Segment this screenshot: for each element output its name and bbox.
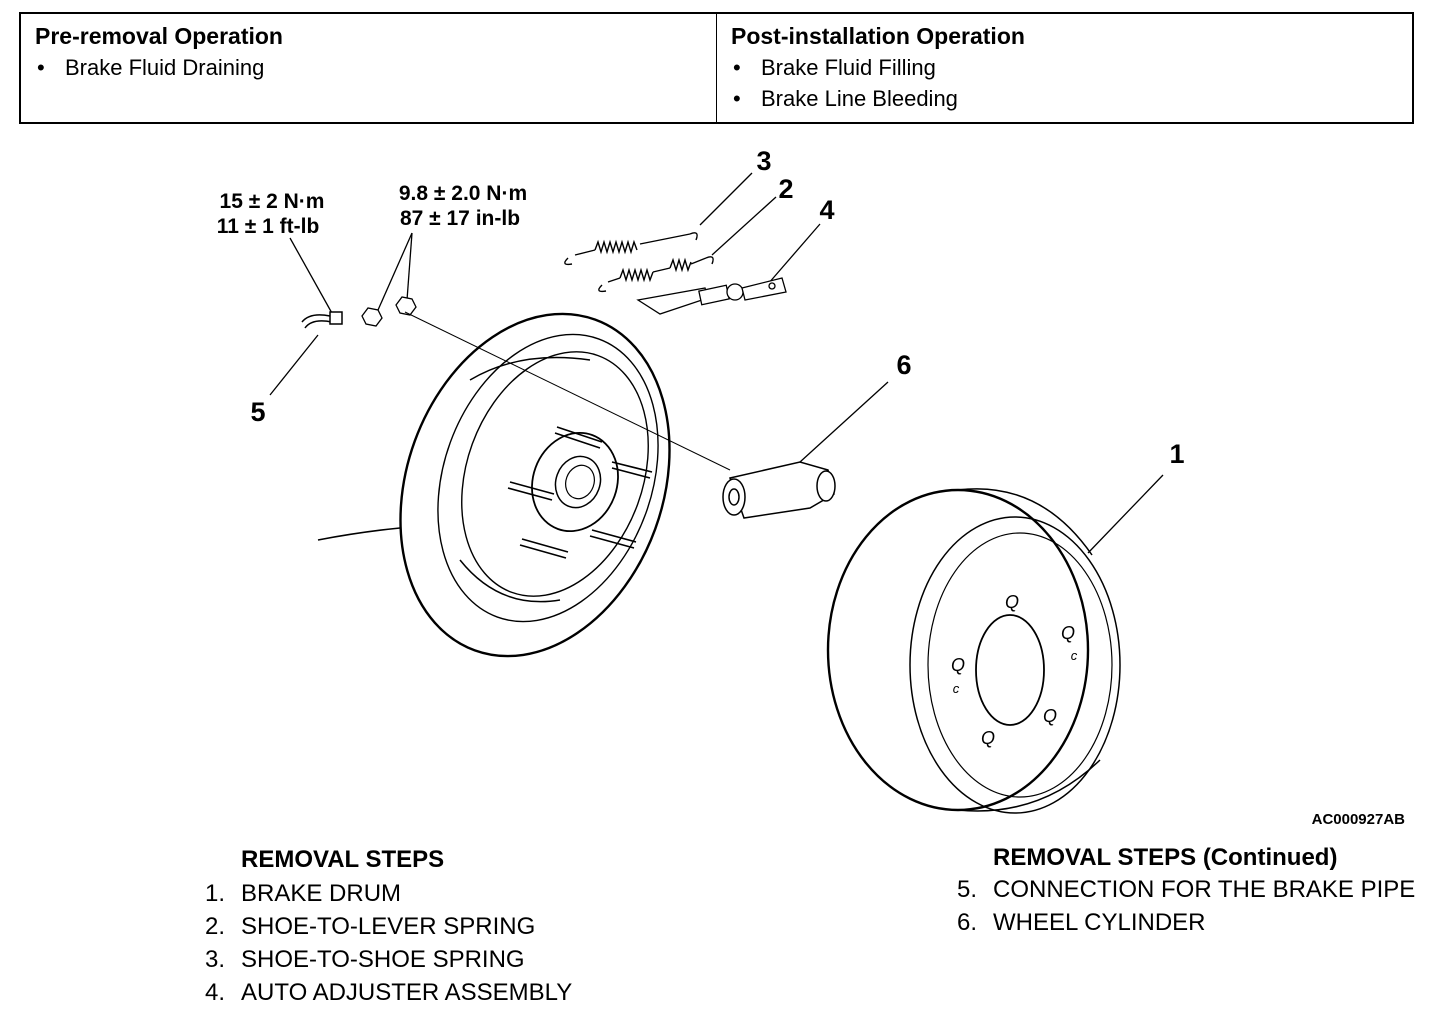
- shoe-to-shoe-spring: [564, 232, 698, 266]
- brake-drum: Q Q c Q c Q Q: [826, 488, 1121, 814]
- pre-removal-title: Pre-removal Operation: [35, 23, 283, 49]
- removal-steps: REMOVAL STEPS 1. BRAKE DRUM 2. SHOE-TO-LEV…: [185, 845, 705, 1009]
- torque-bolt-inlb: 87 ± 17 in-lb: [400, 207, 520, 230]
- removal-steps-continued: REMOVAL STEPS (Continued) 5. CONNECTION F…: [937, 843, 1417, 939]
- svg-text:Q: Q: [981, 728, 995, 748]
- svg-text:Q: Q: [1005, 592, 1019, 612]
- step-number: 3.: [204, 946, 225, 973]
- leader-6: [799, 381, 889, 463]
- removal-step: 4. AUTO ADJUSTER ASSEMBLY: [185, 976, 705, 1009]
- auto-adjuster-assembly: [636, 277, 787, 315]
- removal-step: 1. BRAKE DRUM: [185, 877, 705, 910]
- wheel-cylinder: [722, 461, 836, 519]
- svg-text:c: c: [953, 681, 960, 696]
- figure-code: AC000927AB: [1312, 811, 1406, 828]
- leader-torque-pipe: [289, 237, 334, 316]
- callout-6: 6: [896, 350, 911, 380]
- removal-step: 2. SHOE-TO-LEVER SPRING: [185, 910, 705, 943]
- removal-steps-title: REMOVAL STEPS: [241, 846, 445, 873]
- step-text: SHOE-TO-LEVER SPRING: [241, 913, 536, 940]
- step-text: SHOE-TO-SHOE SPRING: [241, 946, 525, 973]
- removal-steps-list: 1. BRAKE DRUM 2. SHOE-TO-LEVER SPRING 3. SH…: [185, 877, 705, 1009]
- svg-text:Q: Q: [951, 655, 965, 675]
- step-number: 4.: [204, 979, 225, 1006]
- removal-step: 5. CONNECTION FOR THE BRAKE PIPE: [937, 873, 1417, 906]
- post-installation-column: Post-installation Operation Brake Fluid …: [716, 14, 1412, 122]
- torque-pipe-nm: 15 ± 2 N·m: [220, 190, 325, 213]
- callout-1: 1: [1169, 439, 1184, 469]
- torque-bolt-nm: 9.8 ± 2.0 N·m: [399, 182, 527, 205]
- leader-3: [699, 172, 753, 226]
- operations-table: Pre-removal Operation Brake Fluid Draini…: [19, 12, 1414, 124]
- callout-4: 4: [819, 195, 834, 225]
- backing-plate-assembly: [317, 312, 671, 658]
- leader-torque-bolt-b: [406, 232, 413, 301]
- assembly-axis-line: [404, 311, 731, 471]
- leader-5: [269, 334, 319, 396]
- removal-steps-continued-list: 5. CONNECTION FOR THE BRAKE PIPE 6. WHEEL …: [937, 873, 1417, 939]
- svg-text:c: c: [1071, 648, 1078, 663]
- removal-steps-continued-title: REMOVAL STEPS (Continued): [993, 844, 1338, 871]
- brake-pipe: [301, 311, 343, 329]
- post-installation-item: Brake Fluid Filling: [731, 52, 1398, 83]
- post-installation-list: Brake Fluid Filling Brake Line Bleeding: [731, 52, 1398, 114]
- callout-2: 2: [778, 174, 793, 204]
- svg-text:Q: Q: [1043, 706, 1057, 726]
- leader-2: [711, 196, 777, 256]
- pre-removal-list: Brake Fluid Draining: [35, 52, 702, 83]
- brake-exploded-diagram: 15 ± 2 N·m 11 ± 1 ft-lb 9.8 ± 2.0 N·m 87…: [217, 146, 1406, 828]
- shoe-to-lever-spring: [598, 256, 714, 293]
- leader-1: [1087, 474, 1164, 554]
- step-number: 1.: [204, 880, 225, 907]
- step-text: CONNECTION FOR THE BRAKE PIPE: [993, 876, 1416, 903]
- pre-removal-item: Brake Fluid Draining: [35, 52, 702, 83]
- callout-3: 3: [756, 146, 771, 176]
- post-installation-item: Brake Line Bleeding: [731, 83, 1398, 114]
- callout-5: 5: [250, 397, 265, 427]
- step-text: BRAKE DRUM: [241, 880, 402, 907]
- removal-step: 6. WHEEL CYLINDER: [937, 906, 1417, 939]
- step-text: WHEEL CYLINDER: [993, 909, 1206, 936]
- svg-text:Q: Q: [1061, 623, 1075, 643]
- brake-fittings: [361, 296, 417, 327]
- torque-pipe-ftlb: 11 ± 1 ft-lb: [217, 215, 320, 238]
- leader-torque-bolt-a: [377, 232, 413, 311]
- step-number: 5.: [956, 876, 977, 903]
- step-number: 6.: [956, 909, 977, 936]
- step-text: AUTO ADJUSTER ASSEMBLY: [241, 979, 573, 1006]
- post-installation-title: Post-installation Operation: [731, 23, 1025, 49]
- removal-step: 3. SHOE-TO-SHOE SPRING: [185, 943, 705, 976]
- leader-4: [767, 223, 821, 285]
- step-number: 2.: [204, 913, 225, 940]
- pre-removal-column: Pre-removal Operation Brake Fluid Draini…: [21, 14, 716, 122]
